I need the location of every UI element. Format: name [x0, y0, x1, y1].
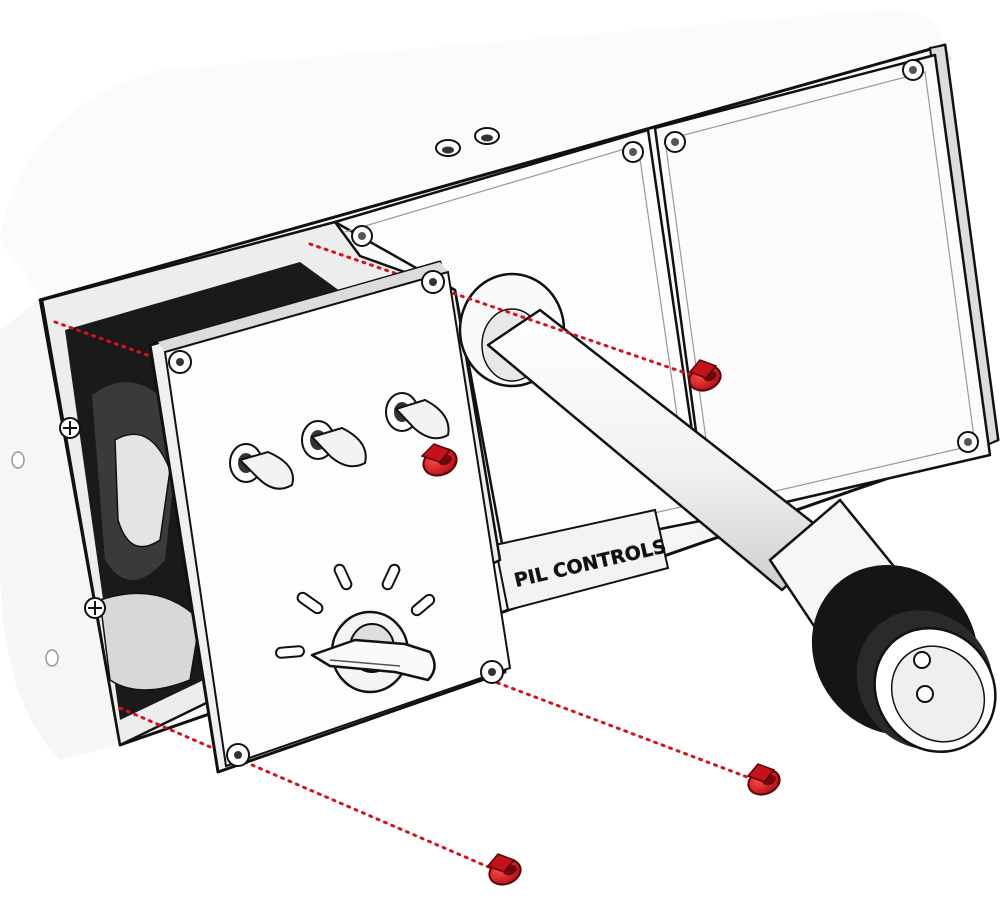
selector-position-markers — [275, 563, 436, 659]
toggle-switch — [385, 392, 450, 440]
cap-screw — [420, 443, 458, 477]
toggle-switch — [301, 420, 367, 468]
toggle-switch — [229, 443, 294, 490]
joystick-shaft — [458, 272, 907, 652]
guide-line — [308, 242, 702, 380]
screw-guide-lines — [53, 242, 757, 874]
cap-screw — [486, 853, 522, 886]
guide-line — [118, 706, 502, 874]
blank-cover-plate-right — [653, 53, 992, 522]
label-strip: PIL CONTROLS — [493, 508, 670, 612]
guide-line — [488, 678, 757, 782]
joystick-grip — [811, 564, 997, 754]
rotary-selector-knob — [310, 610, 436, 694]
panel-screw-head — [664, 59, 979, 453]
control-faceplate — [148, 260, 512, 774]
cap-screw — [688, 359, 722, 392]
cap-screw — [746, 763, 781, 796]
